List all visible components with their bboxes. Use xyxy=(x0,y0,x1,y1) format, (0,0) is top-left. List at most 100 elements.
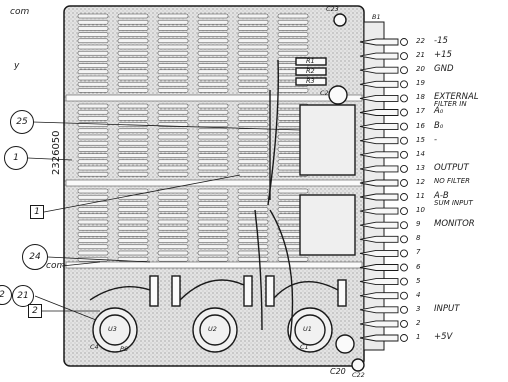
label-u1: U1 xyxy=(303,325,312,333)
pad xyxy=(157,134,189,140)
pad xyxy=(237,201,269,206)
pad xyxy=(77,159,109,165)
pad xyxy=(77,213,109,219)
pad xyxy=(77,116,109,121)
pad xyxy=(277,44,309,50)
connector-pin-hole xyxy=(400,291,408,300)
pad xyxy=(277,13,309,19)
connector-finger xyxy=(359,207,399,215)
pad xyxy=(237,69,269,75)
pin-number: 20 xyxy=(416,65,425,74)
pad xyxy=(77,250,109,256)
pad xyxy=(117,103,149,109)
pin-number: 22 xyxy=(416,37,425,45)
pad xyxy=(77,88,109,93)
pad xyxy=(77,194,109,200)
pad xyxy=(157,188,189,194)
pad xyxy=(157,201,189,206)
pad xyxy=(237,140,269,146)
pad xyxy=(77,165,109,171)
pin-number: 18 xyxy=(416,93,425,102)
jumper-wire xyxy=(179,279,245,301)
pad xyxy=(117,116,149,121)
connector-pin-hole xyxy=(400,179,408,187)
label-c4: C4 xyxy=(90,343,99,351)
connector-finger xyxy=(359,38,399,46)
callout-25: 25 xyxy=(10,110,34,134)
pad xyxy=(237,75,269,81)
pin-number: 5 xyxy=(416,276,421,285)
separator-strip xyxy=(65,94,363,102)
pad xyxy=(77,134,109,140)
pad xyxy=(117,171,149,177)
label-c2: C2 xyxy=(320,89,329,97)
connector-pin-hole xyxy=(400,136,408,145)
pad xyxy=(77,128,109,134)
connector-finger xyxy=(359,179,399,187)
pad xyxy=(77,50,109,56)
resistor xyxy=(337,279,347,307)
pad xyxy=(77,57,109,62)
pad xyxy=(117,134,149,140)
pad xyxy=(197,219,229,225)
connector-pin-hole xyxy=(400,150,408,159)
pad xyxy=(237,122,269,127)
capacitor-c2 xyxy=(328,85,348,105)
pad xyxy=(117,88,149,93)
pad xyxy=(117,140,149,146)
pad xyxy=(237,225,269,231)
connector-pin-hole xyxy=(400,319,408,328)
pad-grid xyxy=(77,13,309,262)
pad xyxy=(117,63,149,68)
pad xyxy=(197,159,229,165)
pad xyxy=(157,165,189,171)
pad xyxy=(237,256,269,262)
connector-pin-hole xyxy=(400,193,408,201)
pad xyxy=(237,153,269,158)
pad xyxy=(157,213,189,219)
pad xyxy=(117,250,149,256)
pad xyxy=(157,244,189,250)
connector-finger xyxy=(359,306,399,314)
pad xyxy=(157,219,189,225)
label-fragment-y: y xyxy=(14,61,20,71)
pad xyxy=(157,147,189,152)
connector-pin-hole xyxy=(400,235,408,244)
pad xyxy=(157,81,189,87)
pin-label: INPUT xyxy=(434,303,460,314)
pad xyxy=(197,171,229,177)
pad xyxy=(117,225,149,231)
pad xyxy=(117,232,149,237)
callout-21: 21 xyxy=(12,285,34,307)
pad xyxy=(157,116,189,121)
connector-pin-hole xyxy=(400,38,408,46)
box-label-2: 2 xyxy=(28,304,42,318)
pad xyxy=(277,256,309,262)
pad xyxy=(197,88,229,93)
pin-label: -15 xyxy=(434,36,448,46)
pad xyxy=(157,250,189,256)
label-c22: C22 xyxy=(352,371,365,379)
pad xyxy=(197,13,229,19)
pad xyxy=(237,50,269,56)
pad xyxy=(197,69,229,75)
jumper-wire xyxy=(269,209,294,341)
pad xyxy=(237,26,269,31)
pad xyxy=(157,207,189,212)
pad xyxy=(237,219,269,225)
capacitor-c22 xyxy=(351,358,365,372)
pad xyxy=(117,69,149,75)
pad xyxy=(77,232,109,237)
separator-strip xyxy=(65,261,363,269)
pad xyxy=(277,188,309,194)
pad xyxy=(157,140,189,146)
label-r1: R1 xyxy=(306,57,315,65)
pad xyxy=(77,109,109,115)
pad xyxy=(157,225,189,231)
pad xyxy=(197,134,229,140)
resistor xyxy=(265,275,275,307)
pad xyxy=(117,19,149,25)
label-com-bottom: com xyxy=(46,261,66,271)
pad xyxy=(197,116,229,121)
